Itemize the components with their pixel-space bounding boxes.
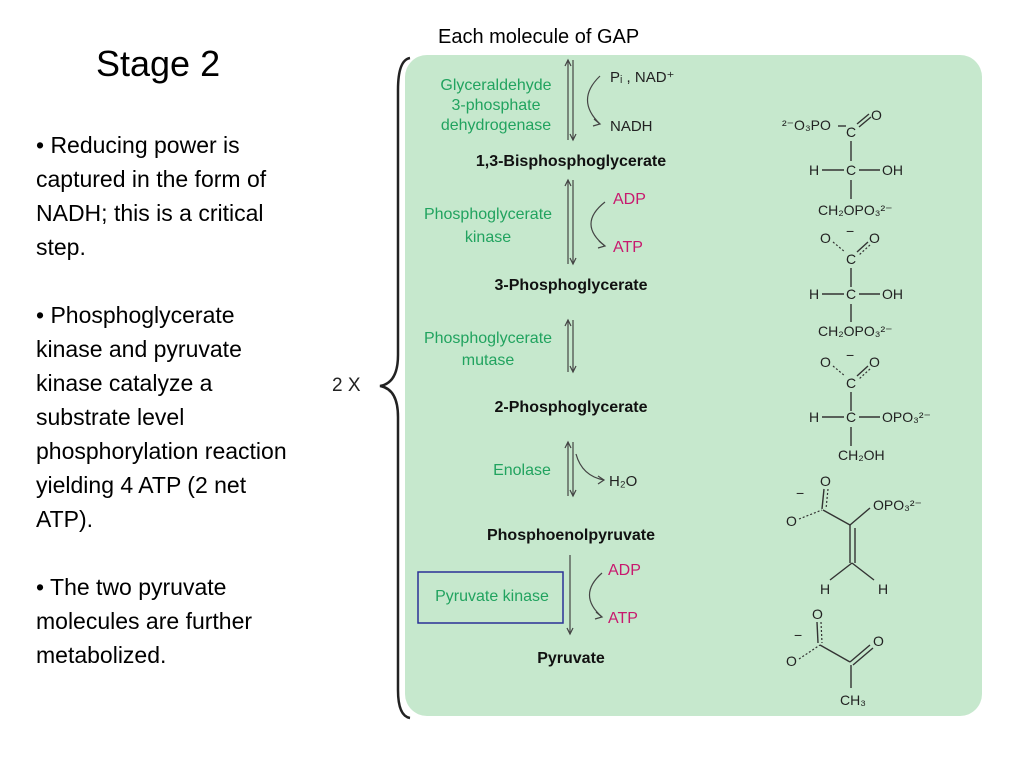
- hydroxyl-group: OH: [882, 162, 903, 178]
- enzyme-label: dehydrogenase: [441, 117, 551, 134]
- metabolite-label: 3-Phosphoglycerate: [495, 277, 648, 294]
- structure-2-phosphoglycerate: O − O C H C OPO₃²⁻ CH₂OH: [809, 347, 931, 463]
- step-gapdh: Glyceraldehyde 3-phosphate dehydrogenase…: [440, 58, 674, 170]
- negative-charge: −: [846, 223, 854, 239]
- equilibrium-arrow: [564, 318, 577, 374]
- equilibrium-arrow: [564, 178, 577, 266]
- enzyme-label: Phosphoglycerate: [424, 330, 552, 347]
- oxygen-atom: O: [812, 606, 823, 622]
- structure-phosphoenolpyruvate: − O O OPO₃²⁻ H H: [786, 473, 922, 597]
- negative-charge: −: [794, 627, 802, 643]
- cofactor-in: ADP: [613, 191, 646, 208]
- phosphate-group: OPO₃²⁻: [882, 409, 931, 425]
- step-pyruvate-kinase: Pyruvate kinase ADP ATP Pyruvate: [417, 555, 641, 667]
- oxygen-atom: O: [820, 230, 831, 246]
- structure-pyruvate: O − O O CH₃: [786, 606, 884, 708]
- carbon-atom: C: [846, 251, 856, 267]
- cofactor-out: ATP: [613, 239, 643, 256]
- negative-charge: −: [796, 485, 804, 501]
- enzyme-label: Glyceraldehyde: [440, 77, 551, 94]
- negative-charge: −: [846, 347, 854, 363]
- metabolite-label: Pyruvate: [537, 650, 605, 667]
- cofactor-out: NADH: [610, 118, 653, 135]
- oxygen-atom: O: [786, 653, 797, 669]
- bullet-list: • Reducing power is captured in the form…: [36, 128, 298, 706]
- hydrogen-atom: H: [809, 409, 819, 425]
- carbon-atom: C: [846, 124, 856, 140]
- carbon-atom: C: [846, 375, 856, 391]
- curly-brace: [379, 56, 411, 720]
- methyl-group: CH₃: [840, 692, 866, 708]
- bullet-pyruvate: • The two pyruvate molecules are further…: [36, 574, 253, 668]
- cofactor-arrow: [586, 75, 601, 125]
- oxygen-atom: O: [873, 633, 884, 649]
- oxygen-atom: O: [786, 513, 797, 529]
- carbon-atom: C: [846, 286, 856, 302]
- cofactor-in: ADP: [608, 562, 641, 579]
- cofactor-arrow: [575, 453, 605, 481]
- hydrogen-atom: H: [878, 581, 888, 597]
- enzyme-label: Pyruvate kinase: [435, 588, 549, 605]
- multiplier-label: 2 X: [332, 375, 361, 396]
- step-enolase: Enolase H₂O Phosphoenolpyruvate: [487, 440, 655, 544]
- metabolite-label: Phosphoenolpyruvate: [487, 527, 655, 544]
- enzyme-label: 3-phosphate: [452, 97, 541, 114]
- oxygen-atom: O: [869, 354, 880, 370]
- phosphate-group: OPO₃²⁻: [873, 497, 922, 513]
- metabolite-label: 2-Phosphoglycerate: [495, 399, 648, 416]
- oxygen-atom: O: [871, 107, 882, 123]
- enzyme-label: Enolase: [493, 462, 551, 479]
- step-pgm: Phosphoglycerate mutase 2-Phosphoglycera…: [424, 318, 648, 416]
- slide-title: Stage 2: [96, 43, 221, 84]
- carbon-atom: C: [846, 409, 856, 425]
- pathway-panel: [405, 55, 982, 716]
- enzyme-label: Phosphoglycerate: [424, 206, 552, 223]
- oxygen-atom: O: [820, 354, 831, 370]
- cofactor-in: Pᵢ , NAD⁺: [610, 69, 674, 86]
- enzyme-label: mutase: [462, 352, 515, 369]
- methylene-phosphate-group: CH₂OPO₃²⁻: [818, 323, 893, 339]
- phosphoryl-group: ²⁻O₃PO: [782, 117, 831, 133]
- carbon-atom: C: [846, 162, 856, 178]
- highlight-box: [417, 571, 564, 624]
- hydroxyl-group: OH: [882, 286, 903, 302]
- structure-3-phosphoglycerate: O − O C H C OH CH₂OPO₃²⁻: [809, 223, 903, 339]
- oxygen-atom: O: [869, 230, 880, 246]
- equilibrium-arrow: [564, 58, 577, 142]
- cofactor-out: ATP: [608, 610, 638, 627]
- hydrogen-atom: H: [820, 581, 830, 597]
- oxygen-atom: O: [820, 473, 831, 489]
- methylene-phosphate-group: CH₂OPO₃²⁻: [818, 202, 893, 218]
- metabolite-label: 1,3-Bisphosphoglycerate: [476, 153, 666, 170]
- hydrogen-atom: H: [809, 162, 819, 178]
- bullet-atp: • Phosphoglycerate kinase and pyruvate k…: [36, 302, 287, 532]
- bullet-nadh: • Reducing power is captured in the form…: [36, 132, 267, 260]
- gap-caption: Each molecule of GAP: [438, 26, 640, 48]
- step-pgk: Phosphoglycerate kinase ADP ATP 3-Phosph…: [424, 178, 648, 294]
- enzyme-label: kinase: [465, 229, 511, 246]
- equilibrium-arrow: [564, 440, 577, 498]
- cofactor-out: H₂O: [609, 473, 637, 490]
- structure-bisphosphoglycerate: ²⁻O₃PO C O H C OH CH₂OPO₃²⁻: [782, 107, 903, 218]
- hydrogen-atom: H: [809, 286, 819, 302]
- hydroxymethyl-group: CH₂OH: [838, 447, 885, 463]
